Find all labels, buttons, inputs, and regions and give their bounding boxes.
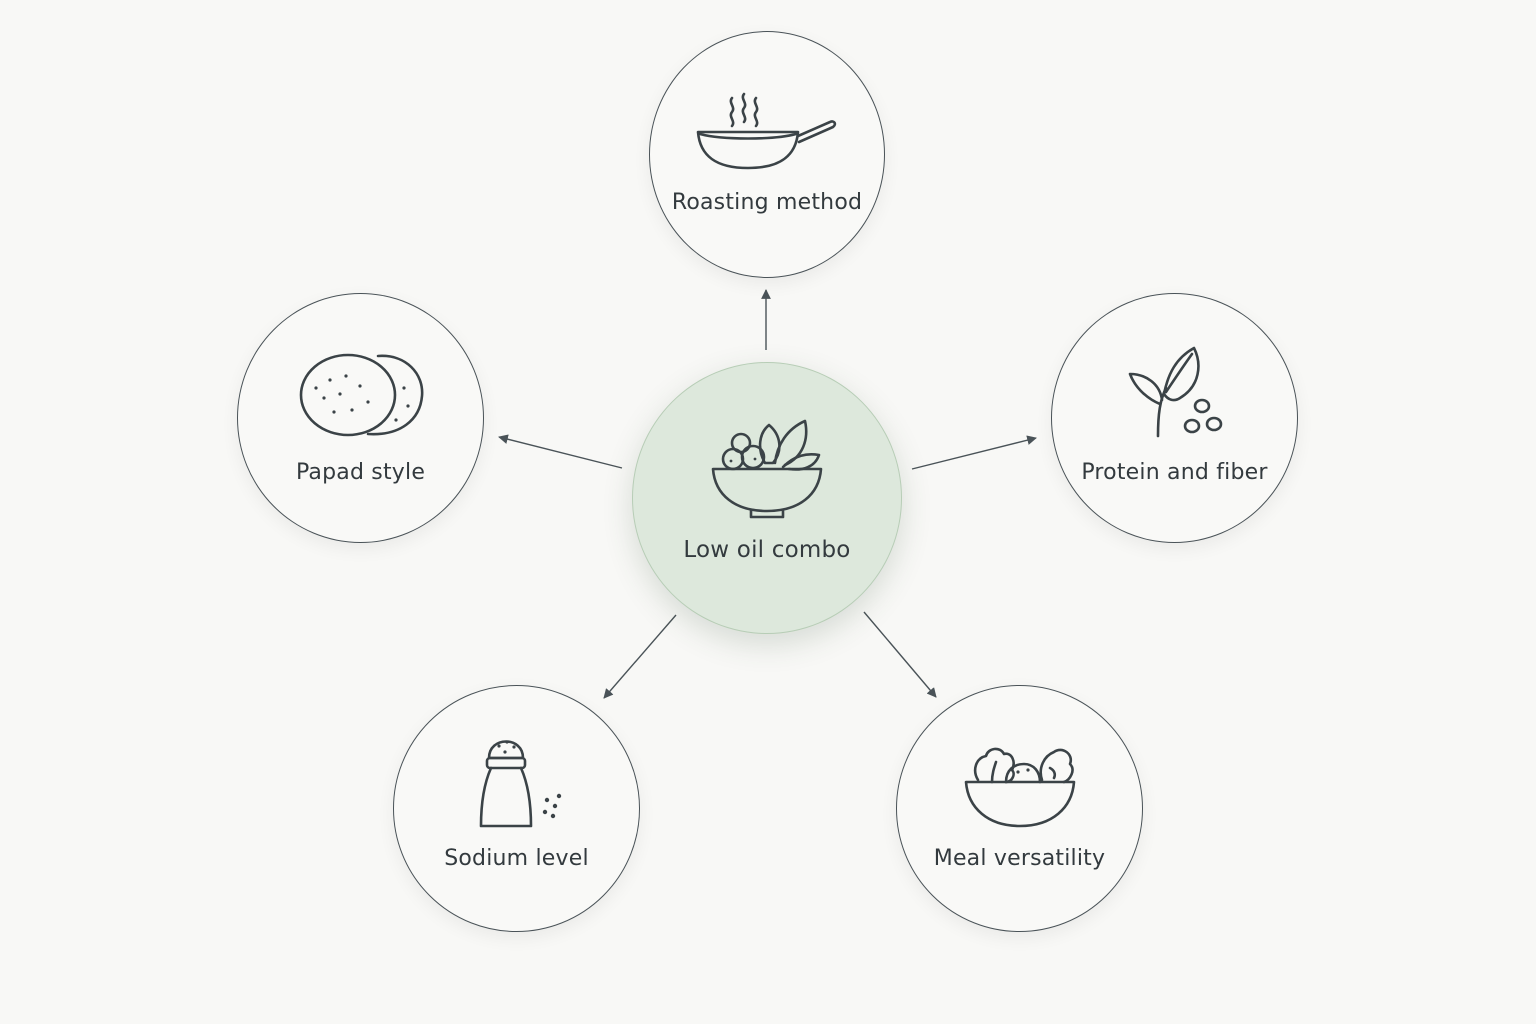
- papad-icon: [299, 353, 423, 437]
- salt-shaker-icon: [479, 740, 561, 828]
- arrow-to-protein: [911, 435, 1037, 470]
- node-label: Low oil combo: [683, 537, 851, 563]
- node-label: Papad style: [295, 460, 426, 485]
- node-protein-and-fiber: Protein and fiber: [1051, 293, 1298, 543]
- leaf-and-seeds-icon: [1128, 346, 1222, 438]
- node-roasting-method: Roasting method: [649, 31, 885, 278]
- vegetable-bowl-icon: [964, 747, 1075, 828]
- arrow-to-papad: [498, 434, 623, 469]
- node-low-oil-combo: Low oil combo: [632, 362, 902, 634]
- node-papad-style: Papad style: [237, 293, 484, 543]
- arrow-to-sodium: [603, 614, 677, 699]
- node-meal-versatility: Meal versatility: [896, 685, 1143, 932]
- node-label: Meal versatility: [933, 846, 1106, 871]
- node-label: Roasting method: [671, 190, 863, 215]
- salad-bowl-icon: [711, 419, 823, 519]
- arrow-to-meal: [863, 611, 937, 698]
- node-label: Sodium level: [444, 846, 589, 871]
- frying-pan-icon: [696, 92, 837, 170]
- node-label: Protein and fiber: [1081, 460, 1268, 485]
- node-sodium-level: Sodium level: [393, 685, 640, 932]
